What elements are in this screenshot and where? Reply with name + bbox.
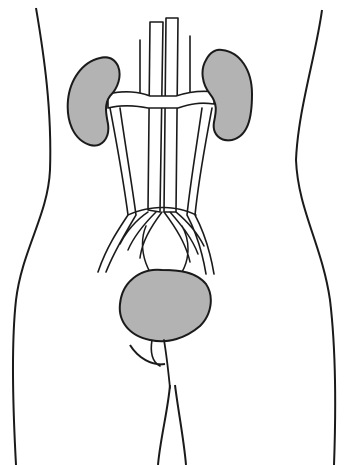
vena-cava bbox=[148, 22, 163, 212]
body-outline-left bbox=[13, 8, 50, 465]
groin-fold bbox=[130, 345, 165, 364]
great-vessels bbox=[140, 18, 190, 212]
right-kidney bbox=[203, 50, 252, 140]
aorta bbox=[164, 18, 178, 212]
bladder bbox=[120, 270, 211, 341]
iliac-right-outer bbox=[176, 212, 204, 246]
leg-inner-left bbox=[158, 385, 170, 465]
leg-inner-right bbox=[175, 385, 186, 465]
left-ureter-inner bbox=[106, 108, 136, 272]
body-outline-right bbox=[296, 10, 335, 465]
iliac-vessels bbox=[120, 208, 204, 273]
bladder-group bbox=[120, 270, 211, 388]
